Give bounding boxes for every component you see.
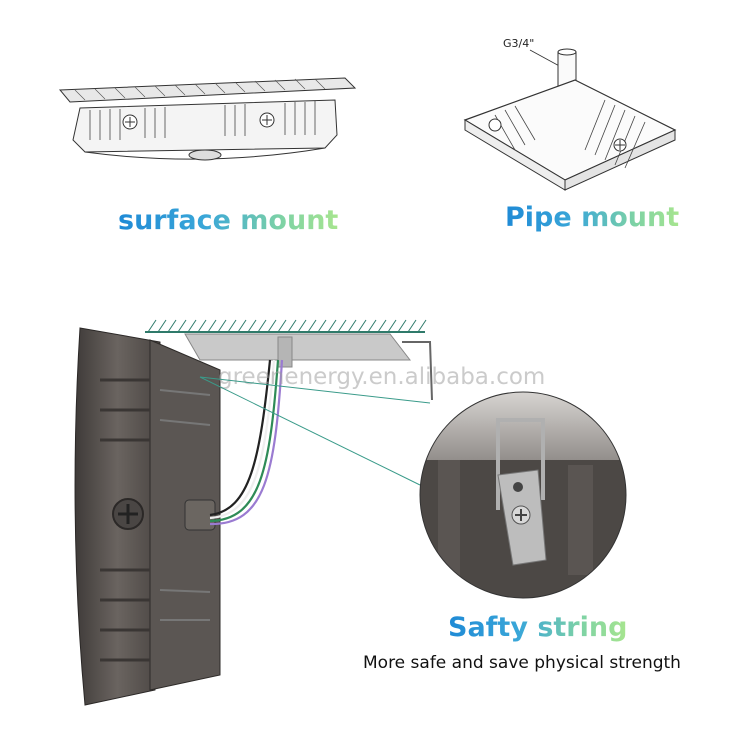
safety-clip-detail [419, 391, 627, 599]
surface-mount-label: surface mount [118, 205, 339, 236]
pipe-thread-label: G3/4" [503, 37, 535, 50]
safety-string-subtitle: More safe and save physical strength [363, 653, 681, 673]
leader-lines [199, 376, 431, 486]
pipe-mount-drawing [463, 48, 677, 191]
safety-string-label: Safty string [448, 612, 628, 643]
pipe-mount-label: Pipe mount [505, 202, 680, 233]
ceiling-bracket-drawing [145, 319, 433, 401]
surface-mount-drawing [58, 77, 357, 161]
canopy-light-photo [74, 327, 284, 706]
